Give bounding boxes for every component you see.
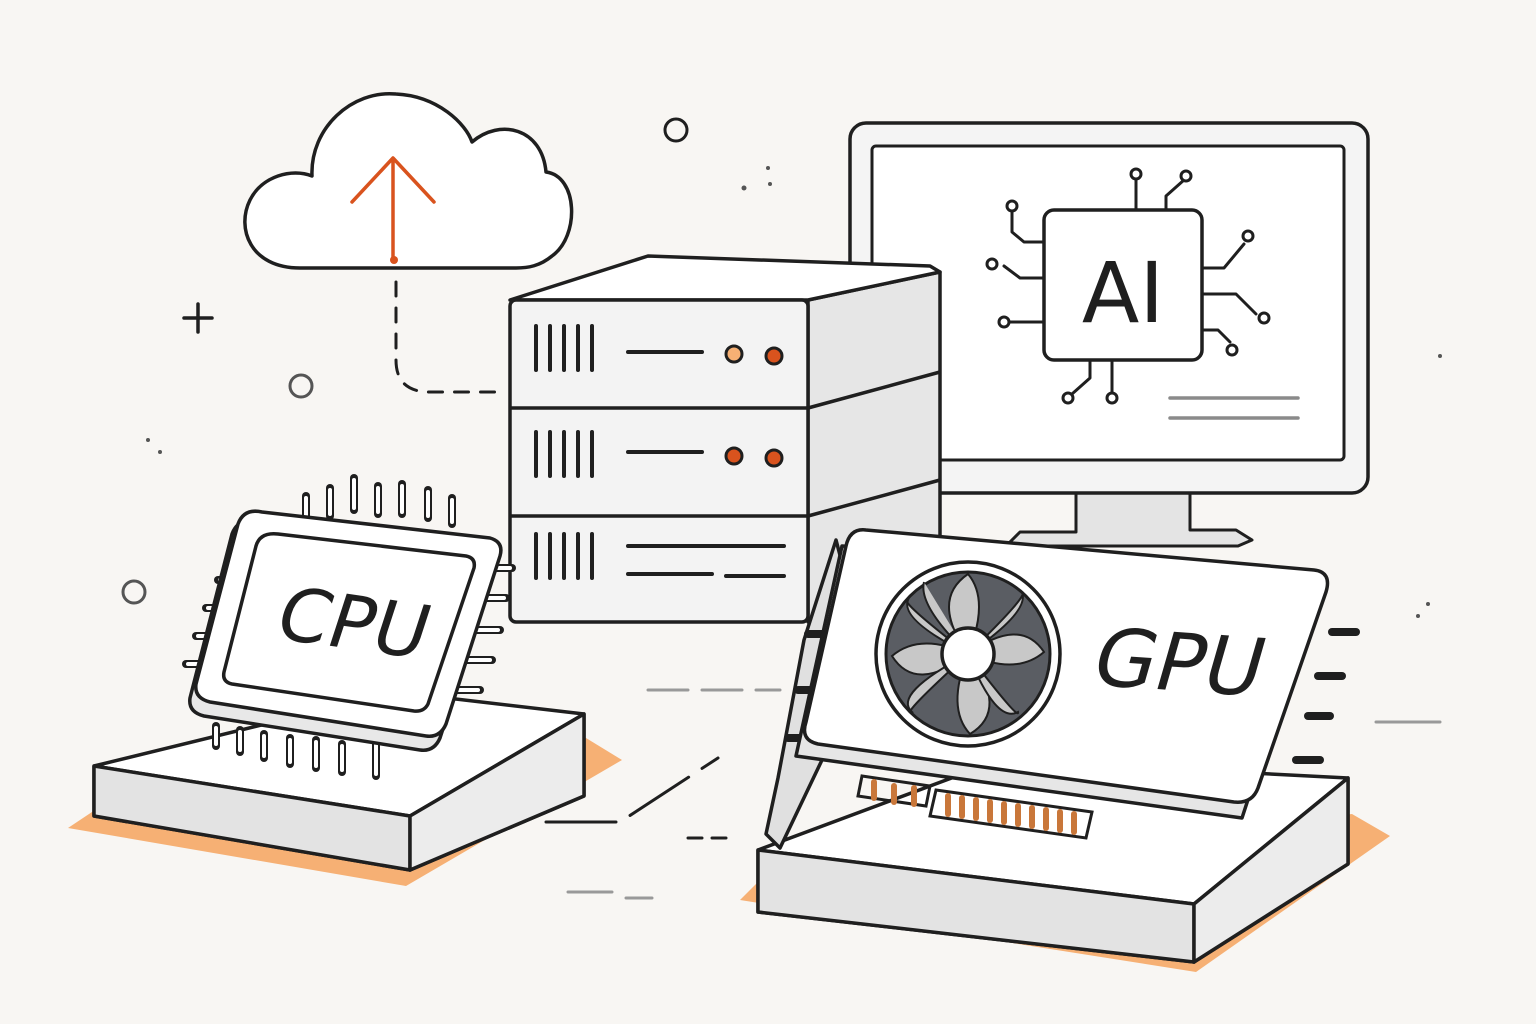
cpu-assembly: CPU xyxy=(68,474,622,886)
decor-ring-left xyxy=(288,373,314,399)
server-rack-icon xyxy=(508,254,942,624)
monitor-stand xyxy=(1004,478,1254,548)
server-unit-3 xyxy=(534,532,786,580)
server-unit-1 xyxy=(534,324,784,372)
cloud-upload-icon xyxy=(243,92,574,270)
cpu-chip-icon: CPU xyxy=(182,474,516,780)
gpu-label: GPU xyxy=(1082,612,1277,715)
decor-plus xyxy=(182,302,214,334)
ai-chip-icon: AI xyxy=(985,167,1271,405)
server-led xyxy=(764,346,784,366)
decor-ring-bottom-left xyxy=(121,579,147,605)
server-led xyxy=(724,344,744,364)
server-led xyxy=(724,446,744,466)
cloud-to-server-connector xyxy=(394,280,502,394)
ai-label: AI xyxy=(1082,244,1164,342)
cpu-label: CPU xyxy=(266,571,442,675)
server-led xyxy=(764,448,784,468)
gpu-card-icon: GPU xyxy=(764,528,1360,850)
server-unit-2 xyxy=(534,430,784,478)
decorations xyxy=(121,117,1442,900)
decor-ring-top xyxy=(663,117,689,143)
upload-arrow-icon xyxy=(350,156,436,262)
monitor-icon: AI xyxy=(848,121,1370,548)
pcie-connector xyxy=(856,774,1094,840)
gpu-fan-icon xyxy=(874,560,1062,748)
gpu-assembly: GPU xyxy=(740,528,1390,972)
connectors xyxy=(394,280,782,840)
cpu-to-gpu-connector xyxy=(544,756,720,824)
